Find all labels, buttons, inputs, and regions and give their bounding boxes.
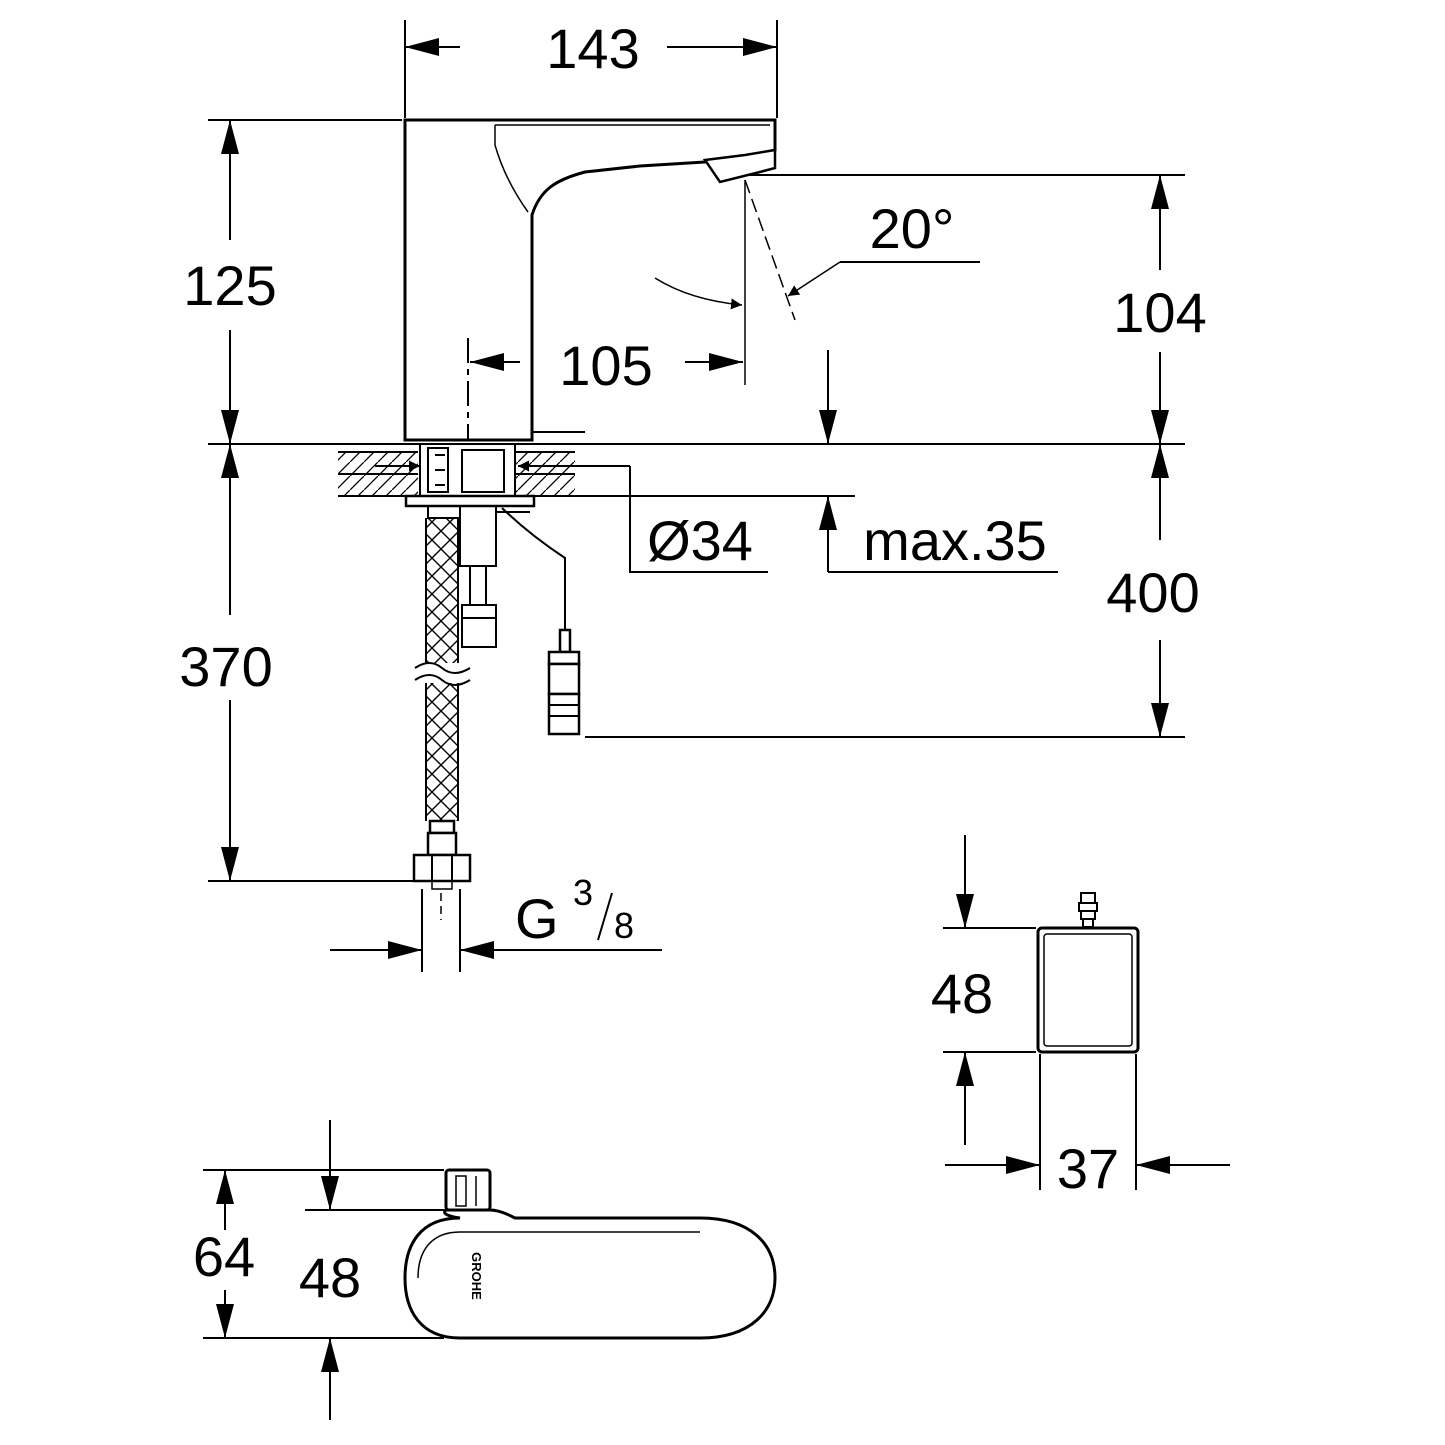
dim-max-35: max.35 [863,509,1047,572]
dimension-connection-thread: G 3 8 [330,872,662,959]
dim-handle-64: 64 [193,1225,255,1288]
dim-400: 400 [1106,561,1199,624]
dimension-hose-length: 370 [179,444,414,882]
dim-143: 143 [546,17,639,80]
countertop [208,443,1185,497]
dimension-cable-length: 400 [585,444,1200,738]
fraction-slash [597,892,613,941]
dim-125: 125 [183,254,276,317]
supply-hose [412,518,472,972]
faucet-top-view: GROHE [403,1168,777,1340]
dim-370: 370 [179,635,272,698]
dimension-spout-reach: 105 [467,334,743,440]
dim-diameter-34: Ø34 [647,509,753,572]
dimension-outlet-height: 104 [750,174,1207,444]
grohe-logo: GROHE [469,1252,484,1300]
dimension-box-width: 37 [945,1054,1230,1200]
faucet-body [403,118,777,442]
dim-box-37: 37 [1057,1137,1119,1200]
dim-handle-48: 48 [299,1246,361,1309]
dim-104: 104 [1113,281,1206,344]
dimension-hole-diameter: Ø34 [534,466,855,573]
dimension-max-thickness: max.35 [819,350,1058,573]
dim-g: G [515,887,559,950]
control-box [1036,892,1140,1054]
dimension-handle-height: 48 [299,1120,446,1420]
dimension-top-width: 143 [404,17,778,118]
dimension-box-height: 48 [931,835,1036,1145]
dim-g-numerator: 3 [573,872,593,913]
dimension-spout-angle: 20° [654,179,980,385]
dim-box-48: 48 [931,962,993,1025]
dim-20-degrees: 20° [870,197,955,260]
dim-g-denominator: 8 [614,905,634,946]
dimension-spout-height: 125 [183,119,402,444]
dim-105: 105 [559,334,652,397]
sensor-cable [501,507,581,736]
spout-aerator [702,148,777,184]
